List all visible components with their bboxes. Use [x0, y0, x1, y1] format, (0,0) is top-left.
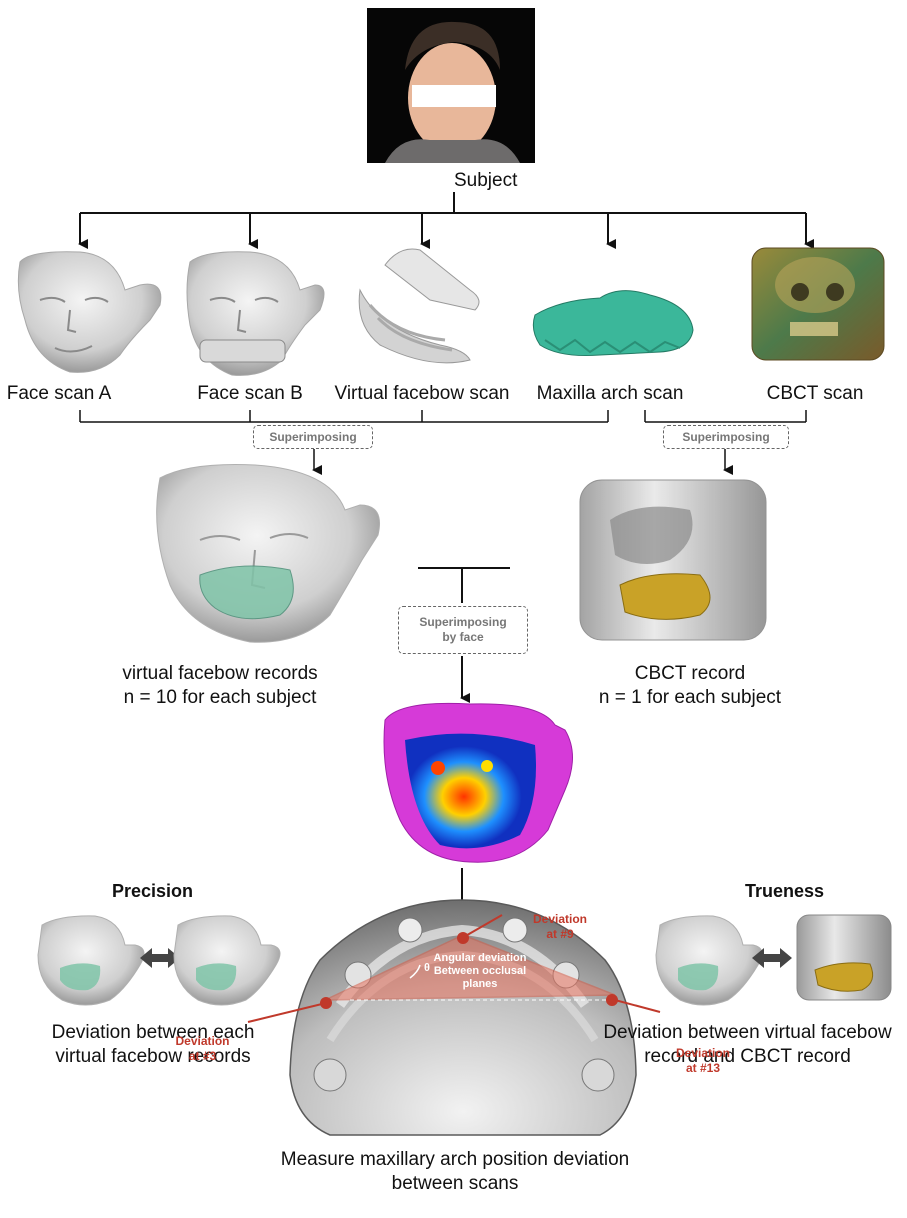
superimposing-left-box: Superimposing	[253, 425, 373, 449]
precision-caption-line2: virtual facebow records	[18, 1045, 288, 1069]
trueness-title: Trueness	[745, 881, 824, 902]
deviation-9-line1: Deviation	[520, 912, 600, 927]
cbct-record-model	[580, 480, 766, 640]
deviation-3-line2: at #3	[160, 1049, 245, 1064]
facebow-record-line1: virtual facebow records	[85, 662, 355, 686]
subject-photo	[367, 8, 535, 163]
bottom-caption: Measure maxillary arch position deviatio…	[230, 1148, 680, 1196]
trueness-caption-line1: Deviation between virtual facebow	[590, 1021, 905, 1045]
angular-line2: Between occlusal	[420, 965, 540, 978]
bottom-caption-line1: Measure maxillary arch position deviatio…	[230, 1148, 680, 1172]
maxilla-arch-model	[533, 291, 693, 356]
bottom-caption-line2: between scans	[230, 1172, 680, 1196]
facebow-record-line2: n = 10 for each subject	[85, 686, 355, 710]
cbct-scan-model	[752, 248, 884, 360]
superimposing-right-box: Superimposing	[663, 425, 789, 449]
precision-caption-line1: Deviation between each	[18, 1021, 288, 1045]
theta-symbol: θ	[424, 962, 430, 974]
superimposing-face-line2: by face	[442, 630, 483, 645]
angular-deviation-label: Angular deviation Between occlusal plane…	[420, 952, 540, 991]
scan-label-cbct: CBCT scan	[755, 383, 875, 405]
cbct-record-line2: n = 1 for each subject	[570, 686, 810, 710]
deviation-3-line1: Deviation	[160, 1034, 245, 1049]
trueness-face	[656, 916, 762, 1005]
scan-label-face-a: Face scan A	[0, 383, 118, 405]
cbct-record-caption: CBCT record n = 1 for each subject	[570, 662, 810, 710]
deviation-3-label: Deviation at #3	[160, 1034, 245, 1064]
facebow-record-model	[157, 465, 380, 643]
face-scan-a-model	[18, 252, 161, 373]
subject-label: Subject	[454, 170, 554, 192]
scan-label-face-b: Face scan B	[180, 383, 320, 405]
precision-title: Precision	[112, 881, 193, 902]
virtual-facebow-model	[359, 249, 479, 363]
precision-caption: Deviation between each virtual facebow r…	[18, 1021, 288, 1069]
face-scan-b-model	[187, 252, 324, 376]
deviation-13-label: Deviation at #13	[658, 1046, 748, 1076]
scan-label-maxilla: Maxilla arch scan	[515, 383, 705, 405]
deviation-13-line1: Deviation	[658, 1046, 748, 1061]
superimposing-face-line1: Superimposing	[419, 615, 506, 630]
subject-branch-lines	[80, 192, 806, 244]
deviation-9-line2: at #9	[520, 927, 600, 942]
cbct-record-line1: CBCT record	[570, 662, 810, 686]
superimposing-face-box: Superimposing by face	[398, 606, 528, 654]
angular-line1: Angular deviation	[420, 952, 540, 965]
precision-face-left	[38, 916, 144, 1005]
precision-face-right	[174, 916, 280, 1005]
heatmap-face-model	[384, 703, 573, 862]
facebow-record-caption: virtual facebow records n = 10 for each …	[85, 662, 355, 710]
trueness-cbct	[797, 915, 891, 1000]
deviation-9-label: Deviation at #9	[520, 912, 600, 942]
scan-label-facebow: Virtual facebow scan	[322, 383, 522, 405]
deviation-13-line2: at #13	[658, 1061, 748, 1076]
angular-line3: planes	[420, 978, 540, 991]
